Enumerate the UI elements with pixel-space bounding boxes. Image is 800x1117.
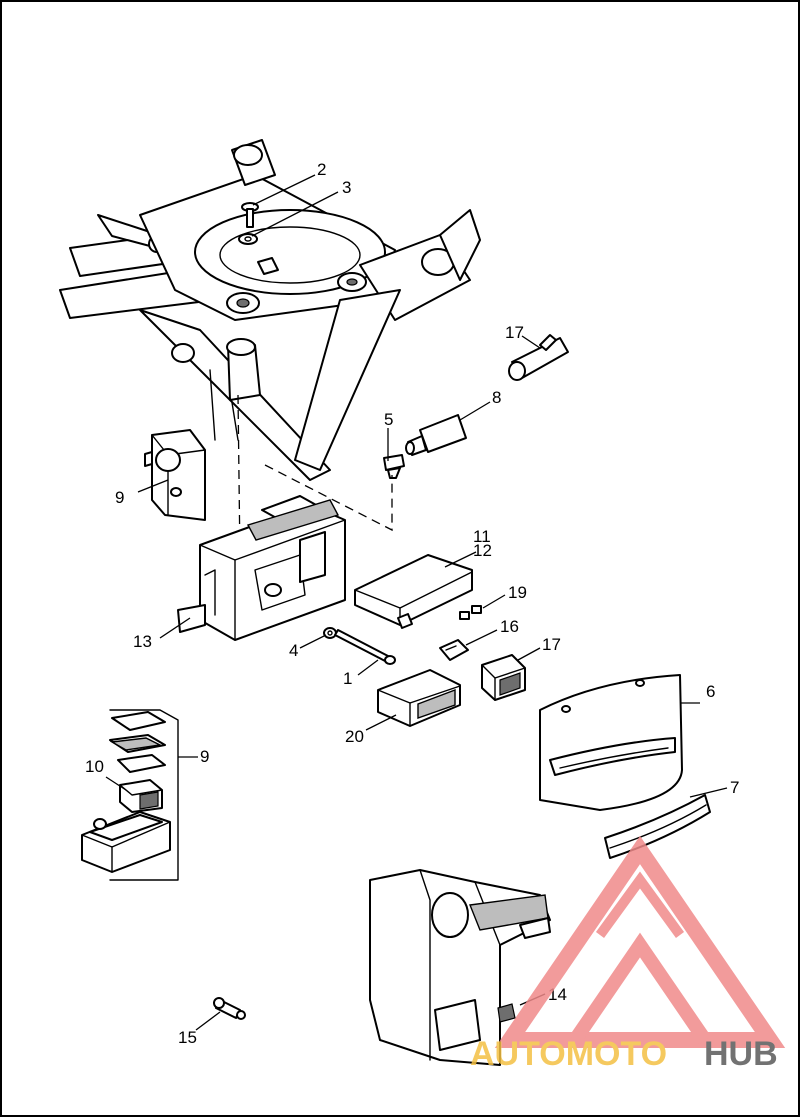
callout-labels: 2 3 5 8 17 9 11 12 19 16 17 13 4 1 20 6 …	[85, 160, 739, 1047]
relay-item-17	[481, 654, 526, 701]
callout-15: 15	[178, 1028, 197, 1047]
screw-item-1	[334, 629, 396, 665]
cover-item-6	[539, 674, 683, 811]
nut-fitting	[257, 257, 279, 275]
fuse-item-16	[439, 639, 469, 661]
logo-text-automoto: AUTOMOTO	[470, 1035, 667, 1073]
callout-16: 16	[500, 617, 519, 636]
washer-item-3	[238, 233, 258, 245]
callout-10: 10	[85, 757, 104, 776]
callout-13: 13	[133, 632, 152, 651]
callout-3: 3	[342, 178, 351, 197]
logo-triangle-mark	[494, 835, 786, 1048]
module-item-20	[377, 669, 461, 727]
kit-item-9	[81, 709, 179, 881]
mini-fuses-item-19	[459, 605, 482, 620]
electrical-caddy-item-13	[177, 495, 346, 641]
connector-item-18	[508, 334, 569, 381]
clip-item-5	[383, 454, 405, 479]
callout-6: 6	[706, 682, 715, 701]
logo-text-hub: HUB	[704, 1035, 778, 1073]
watermark-logo: AUTOMOTO HUB	[470, 835, 786, 1073]
callout-18: 17	[505, 323, 524, 342]
bracket-block-item-9	[144, 429, 206, 521]
callout-11: 11	[473, 527, 491, 546]
control-module-items-11-12	[354, 554, 473, 629]
lower-cover-item-14	[369, 869, 551, 1066]
callout-9-lower: 9	[200, 747, 209, 766]
callout-2: 2	[317, 160, 326, 179]
dashed-guide-clip	[264, 464, 393, 532]
callout-8: 8	[492, 388, 501, 407]
callout-17: 17	[542, 635, 561, 654]
washer-item-4	[323, 627, 337, 639]
callout-4: 4	[289, 641, 298, 660]
screw-item-15	[213, 997, 246, 1020]
callout-9-upper: 9	[115, 488, 124, 507]
callout-1: 1	[343, 669, 352, 688]
leader-lines	[105, 174, 728, 1031]
connector-item-8	[405, 414, 467, 456]
callout-19: 19	[508, 583, 527, 602]
callout-5: 5	[384, 410, 393, 429]
callout-12: 12	[473, 541, 492, 560]
screw-item-2	[241, 202, 259, 228]
callout-20: 20	[345, 727, 364, 746]
frame-assembly	[59, 139, 481, 481]
callout-7: 7	[730, 778, 739, 797]
